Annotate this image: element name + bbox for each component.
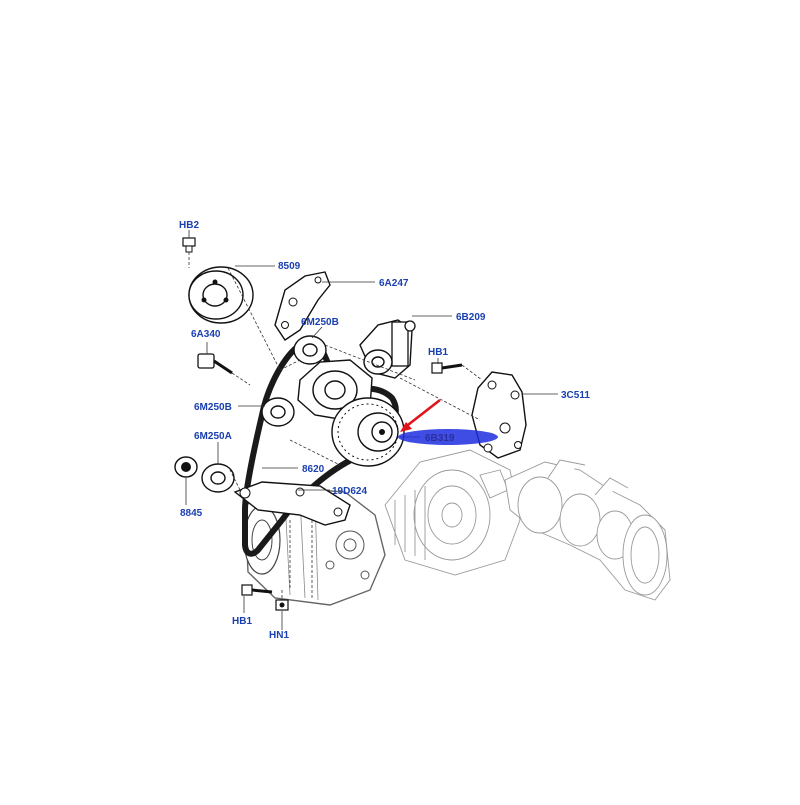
bracket-3c511 — [471, 371, 527, 459]
label-6m250a: 6M250A — [194, 431, 232, 442]
pulley-8509 — [188, 266, 254, 324]
alternator-ghost — [384, 449, 521, 576]
label-6m250b-left: 6M250B — [194, 402, 232, 413]
bracket-6a247 — [274, 271, 331, 341]
label-8620: 8620 — [302, 464, 325, 475]
label-6b319: 6B319 — [425, 433, 455, 444]
nut-hn1 — [275, 599, 289, 611]
label-hb2: HB2 — [179, 220, 199, 231]
label-19d624: 19D624 — [332, 486, 367, 497]
cap-8845 — [174, 456, 198, 478]
label-6a247: 6A247 — [379, 278, 409, 289]
bolt-hb2 — [182, 237, 196, 268]
idler-pulley-6m250a — [201, 463, 235, 493]
idler-pulley-6m250b-left — [261, 397, 295, 427]
label-6m250b-top: 6M250B — [301, 317, 339, 328]
idler-pulley-6m250b-top — [293, 335, 327, 365]
label-hb1-bottom: HB1 — [232, 616, 252, 627]
crank-pulley-6b319 — [331, 397, 405, 467]
label-hb1-top: HB1 — [428, 347, 448, 358]
bolt-hb1-top — [431, 362, 483, 381]
crankshaft-ghost — [504, 459, 671, 601]
highlight-marker — [398, 429, 498, 445]
bolt-hb1-bottom — [241, 584, 273, 596]
bolt-6a340 — [197, 353, 251, 386]
label-8845: 8845 — [180, 508, 203, 519]
red-pointer-arrow — [400, 398, 441, 432]
label-6a340: 6A340 — [191, 329, 221, 340]
label-hn1: HN1 — [269, 630, 289, 641]
label-6b209: 6B209 — [456, 312, 486, 323]
construction-lines — [227, 267, 481, 600]
label-8509: 8509 — [278, 261, 301, 272]
bracket-19d624 — [233, 481, 351, 526]
label-3c511: 3C511 — [561, 390, 590, 401]
leader-lines — [185, 230, 558, 630]
